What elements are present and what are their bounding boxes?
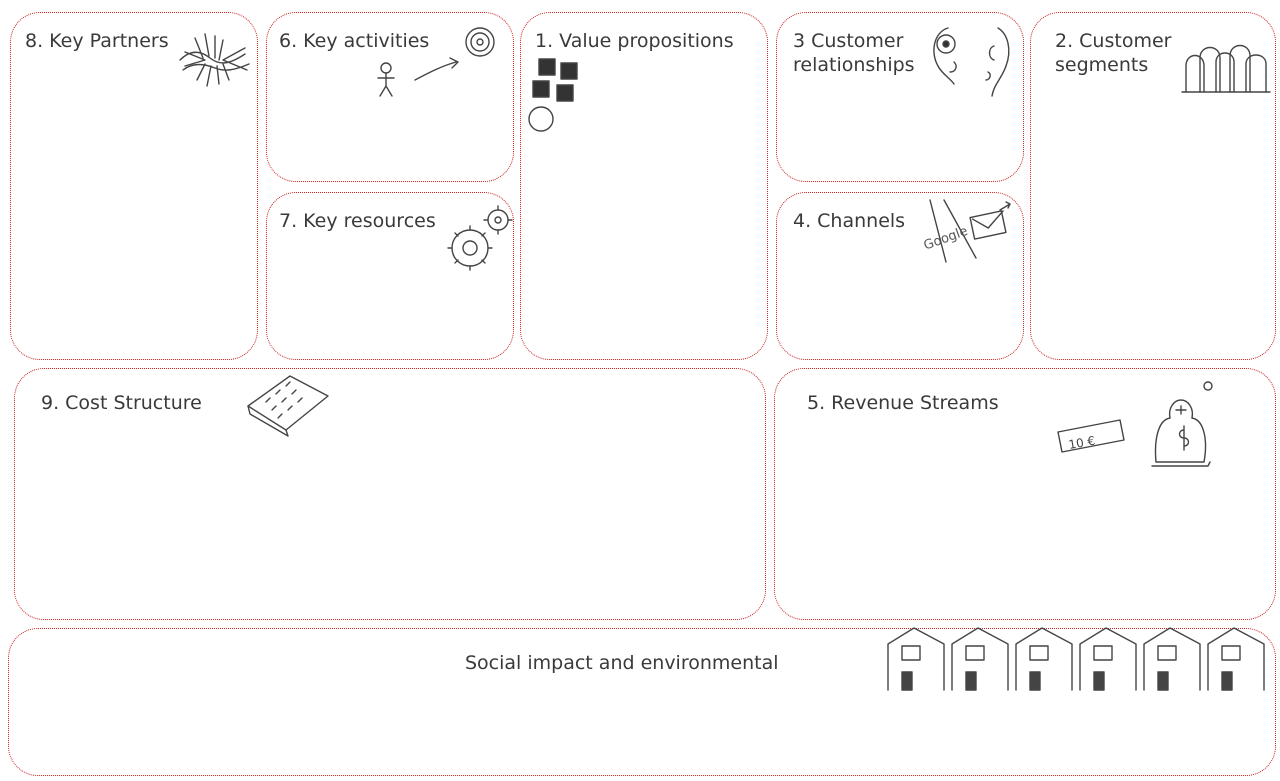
customer-relationships-label-line2: relationships (793, 54, 915, 76)
key-resources-block: 7. Key resources (266, 192, 514, 360)
calculator-icon (247, 375, 329, 437)
key-partners-label: 8. Key Partners (25, 30, 169, 52)
cost-structure-label: 9. Cost Structure (41, 392, 202, 414)
cost-structure-block: 9. Cost Structure (14, 368, 766, 620)
customer-segments-block: 2. Customer segments (1030, 12, 1276, 360)
banknote-text: 10 € (1067, 434, 1096, 452)
faces-icon (933, 27, 1010, 97)
key-partners-block: 8. Key Partners (10, 12, 258, 360)
customer-relationships-block: 3 Customer relationships (776, 12, 1024, 182)
channels-block: 4. Channels (776, 192, 1024, 360)
gears-icon (447, 205, 513, 271)
handshake-icon (179, 33, 250, 87)
social-impact-block: Social impact and environmental (8, 628, 1276, 776)
revenue-streams-block: 5. Revenue Streams (774, 368, 1276, 620)
social-impact-label: Social impact and environmental (465, 652, 779, 674)
money-bag-icon (1151, 381, 1213, 467)
customer-segments-label-line1: 2. Customer (1055, 30, 1172, 52)
key-activities-block: 6. Key activities (266, 12, 514, 182)
people-group-icon (1181, 44, 1271, 93)
revenue-streams-label: 5. Revenue Streams (807, 392, 999, 414)
key-activities-label: 6. Key activities (279, 30, 430, 52)
customer-segments-label-line2: segments (1055, 54, 1149, 76)
channels-label: 4. Channels (793, 210, 906, 232)
customer-relationships-label-line1: 3 Customer (793, 30, 904, 52)
houses-icon (887, 627, 1265, 691)
gift-blocks-icon (528, 58, 578, 132)
stick-figure-target-icon (377, 27, 495, 97)
value-propositions-block: 1. Value propositions (520, 12, 768, 360)
banknote-icon: 10 € (1057, 419, 1125, 453)
road-google-envelope-icon: Google (922, 199, 1011, 263)
value-propositions-label: 1. Value propositions (535, 30, 734, 52)
key-resources-label: 7. Key resources (279, 210, 436, 232)
google-sketch-text: Google (922, 224, 970, 254)
